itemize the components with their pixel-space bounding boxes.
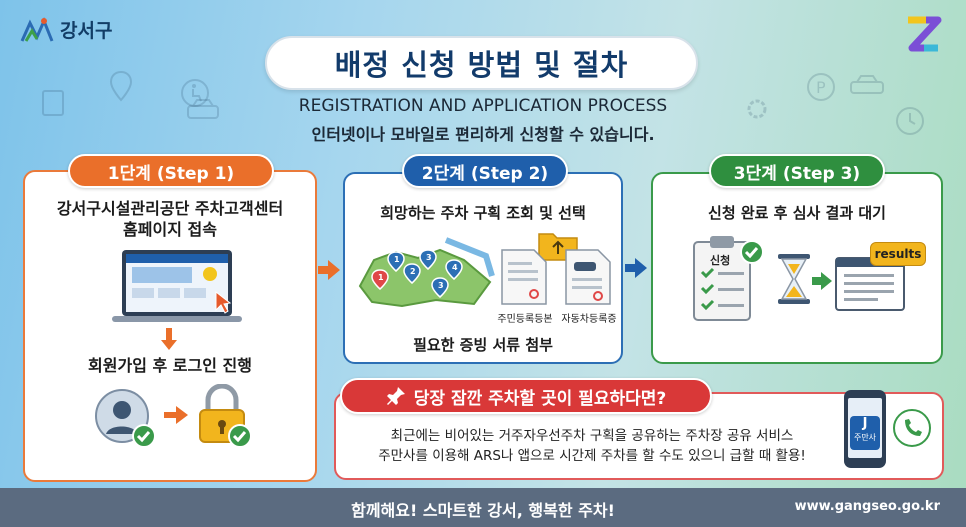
step-arrow-1-icon [318, 260, 340, 280]
step1-card [23, 170, 317, 482]
notice-line2: 주만사를 이용해 ARS나 앱으로 시간제 주차를 할 수도 있으니 급할 때 … [378, 448, 806, 464]
page-title: 배정 신청 방법 및 절차 [265, 36, 698, 90]
gangseo-emblem-icon [20, 16, 54, 42]
subtitle-english: REGISTRATION AND APPLICATION PROCESS [298, 96, 668, 116]
laptop-icon [112, 250, 242, 322]
notice-title: 당장 잠깐 주차할 곳이 필요하다면? [340, 378, 712, 414]
notice-body: 최근에는 비어있는 거주자우선주차 구획을 공유하는 주차장 공유 서비스 주만… [352, 426, 832, 466]
step2-label: 2단계 (Step 2) [402, 154, 568, 188]
app-name: 주만사 [853, 433, 877, 442]
resident-registration-doc-icon [501, 249, 547, 305]
doc-label-resident: 주민등록등본 [497, 314, 553, 325]
step2-text-select: 희망하는 주차 구획 조회 및 선택 [380, 204, 586, 222]
z-brand-icon [908, 16, 942, 52]
location-icon [109, 70, 133, 102]
step3-text-wait: 신청 완료 후 심사 결과 대기 [708, 204, 886, 222]
step1-label: 1단계 (Step 1) [68, 154, 274, 188]
footer-url[interactable]: www.gangseo.go.kr [794, 499, 940, 514]
step1-line1: 강서구시설관리공단 주차고객센터 [56, 199, 284, 218]
clipboard-checklist-icon [693, 236, 764, 321]
results-bubble: results [870, 242, 926, 266]
step1-line2: 홈페이지 접속 [123, 220, 217, 239]
pushpin-icon [386, 387, 405, 405]
footer: 함께해요! 스마트한 강서, 행복한 주차! www.gangseo.go.kr [0, 488, 966, 527]
step1-text-homepage: 강서구시설관리공단 주차고객센터 홈페이지 접속 [25, 198, 315, 240]
app-letter: J [862, 416, 868, 431]
logo-text: 강서구 [60, 20, 113, 42]
step3-label: 3단계 (Step 3) [709, 154, 885, 188]
arrow-right-green-icon [812, 272, 832, 290]
results-bubble-text: results [874, 247, 922, 261]
svg-text:1: 1 [378, 273, 384, 282]
user-avatar-icon [95, 389, 156, 448]
subtitle-korean: 인터넷이나 모바일로 편리하게 신청할 수 있습니다. [311, 125, 655, 144]
footer-slogan: 함께해요! 스마트한 강서, 행복한 주차! [351, 501, 615, 520]
app-icon-jumansa: J 주만사 [850, 416, 880, 450]
svg-text:3: 3 [438, 281, 444, 290]
hourglass-icon [778, 254, 810, 304]
svg-text:1: 1 [394, 255, 400, 264]
car-icon [187, 99, 219, 119]
form-label: 신청 [710, 254, 731, 267]
arrow-right-icon [164, 406, 188, 424]
phone-call-icon [893, 409, 931, 447]
svg-text:3: 3 [426, 253, 432, 262]
document-icon [42, 90, 64, 116]
step-arrow-2-icon [625, 258, 647, 278]
clock-icon [896, 107, 924, 135]
svg-text:4: 4 [452, 263, 458, 272]
parking-icon: P [807, 73, 835, 101]
svg-text:2: 2 [410, 267, 416, 276]
vehicle-registration-doc-icon [565, 249, 611, 305]
doc-label-vehicle: 자동차등록증 [561, 314, 617, 325]
car-icon [850, 75, 884, 94]
padlock-icon [199, 384, 252, 448]
step2-text-documents: 필요한 증빙 서류 첨부 [413, 336, 553, 354]
notice-line1: 최근에는 비어있는 거주자우선주차 구획을 공유하는 주차장 공유 서비스 [390, 428, 794, 444]
gangseo-logo: 강서구 [20, 16, 112, 43]
wheelchair-icon [181, 79, 209, 107]
svg-text:P: P [816, 78, 826, 97]
gear-icon [747, 99, 767, 119]
notice-title-text: 당장 잠깐 주차할 곳이 필요하다면? [413, 388, 667, 409]
arrow-down-icon [161, 328, 177, 350]
step1-text-login: 회원가입 후 로그인 진행 [88, 356, 252, 375]
